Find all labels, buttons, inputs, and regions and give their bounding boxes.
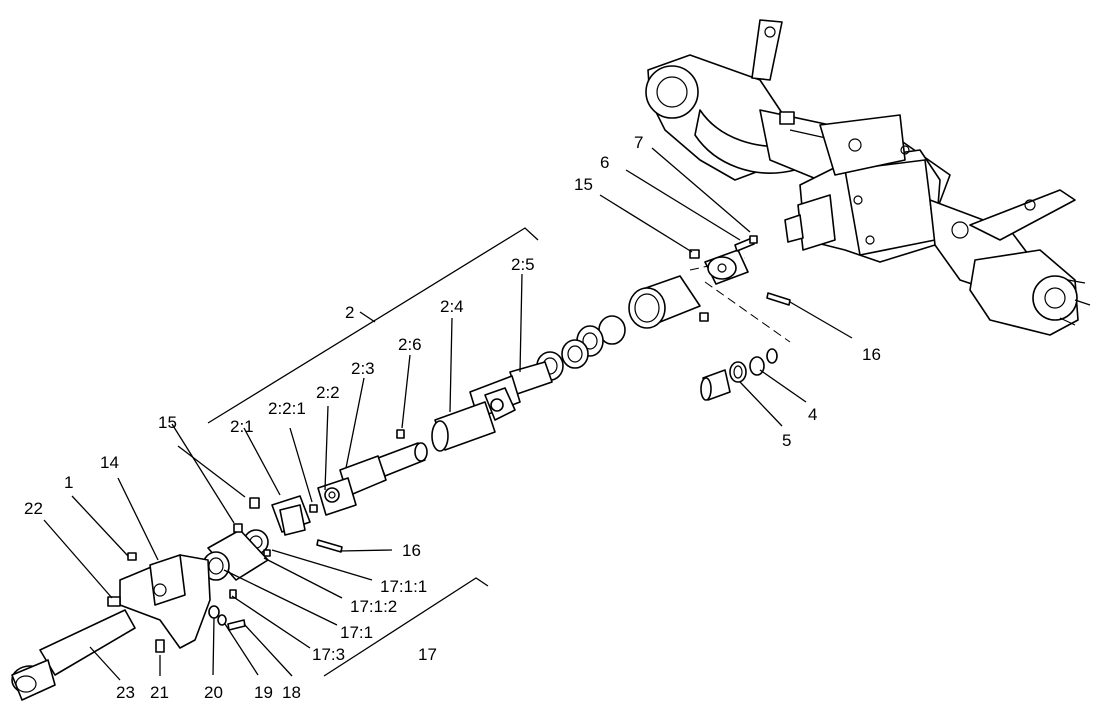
label-16-upper: 16 [862,345,881,364]
input-yoke-group [689,235,791,306]
label-2: 2 [345,303,354,322]
drive-shaft [249,361,553,553]
label-16-lower: 16 [402,541,421,560]
input-shaft [11,609,136,701]
label-2-6: 2:6 [398,335,422,354]
axle-assembly [645,19,1091,336]
label-2-5: 2:5 [511,255,535,274]
label-23: 23 [116,683,135,702]
label-17-1-2: 17:1:2 [350,597,397,616]
label-2-1: 2:1 [230,417,254,436]
bracket-2 [207,227,539,424]
label-2-2-1: 2:2:1 [268,399,306,418]
drive-shaft-shield [536,275,709,381]
label-22: 22 [24,499,43,518]
label-17-1: 17:1 [340,623,373,642]
label-4: 4 [808,405,817,424]
label-14: 14 [100,453,119,472]
label-6: 6 [600,153,609,172]
label-2-2: 2:2 [316,383,340,402]
callout-labels: 2 2:1 2:2:1 2:2 2:3 2:4 2:5 2:6 15 14 1 … [24,133,881,702]
label-15-lower: 15 [158,413,177,432]
label-20: 20 [204,683,223,702]
label-15-upper: 15 [574,175,593,194]
bracket-17 [323,577,489,677]
bearing-and-bracket [107,523,271,653]
label-2-4: 2:4 [440,297,464,316]
label-19: 19 [254,683,273,702]
label-5: 5 [782,431,791,450]
label-2-3: 2:3 [351,359,375,378]
leader-lines [43,147,853,681]
label-18: 18 [282,683,301,702]
label-17-3: 17:3 [312,645,345,664]
label-17: 17 [418,645,437,664]
label-7: 7 [634,133,643,152]
label-21: 21 [150,683,169,702]
label-1: 1 [64,473,73,492]
label-17-1-1: 17:1:1 [380,577,427,596]
